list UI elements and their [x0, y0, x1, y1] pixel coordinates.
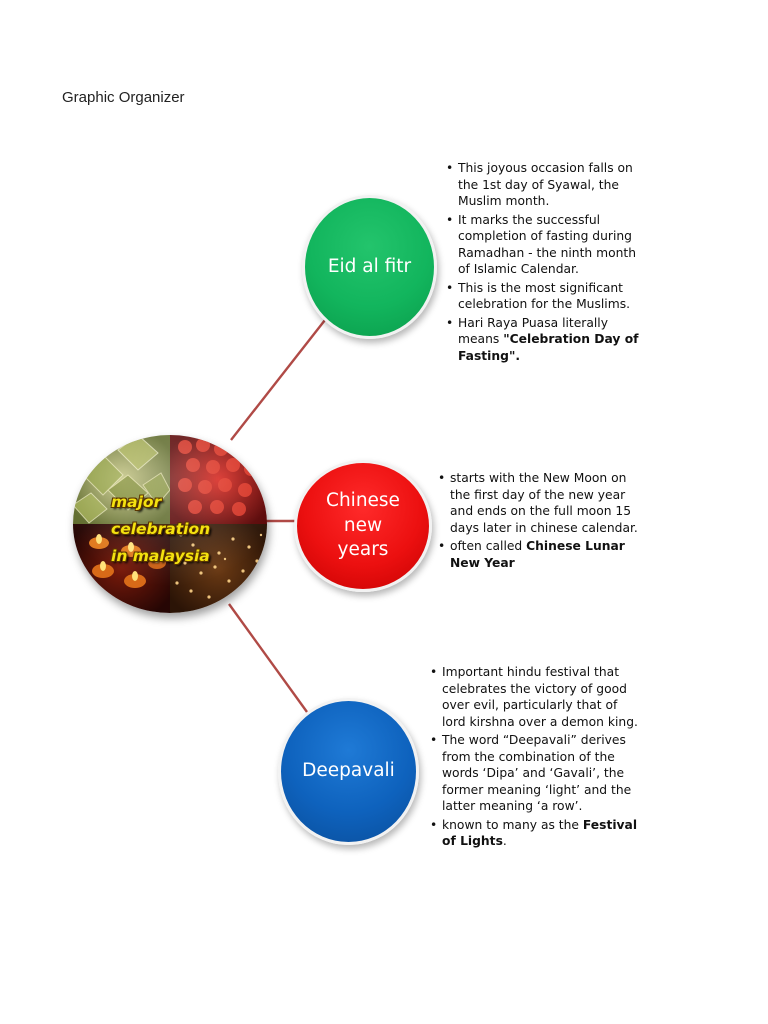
chinese-new-years-label-line: years	[326, 538, 400, 563]
bullet-text: This is the most significant celebration…	[458, 281, 630, 312]
bullet-item: known to many as the Festival of Lights.	[430, 817, 642, 850]
connector-deepavali	[229, 604, 307, 712]
bullet-item: Hari Raya Puasa literally means "Celebra…	[446, 315, 646, 365]
chinese-new-years-label-line: new	[326, 514, 400, 539]
bullet-item: Important hindu festival that celebrates…	[430, 664, 642, 730]
bullet-item: This joyous occasion falls on the 1st da…	[446, 160, 646, 210]
central-label-line: major	[111, 489, 267, 516]
central-label-line: in malaysia	[111, 543, 267, 570]
bullet-text: Important hindu festival that celebrates…	[442, 665, 638, 729]
bullet-text: known to many as the	[442, 818, 583, 832]
central-label: major celebration in malaysia	[111, 489, 267, 570]
deepavali-bullet-list: Important hindu festival that celebrates…	[430, 664, 642, 852]
chinese-new-years-bullet-list: starts with the New Moon on the first da…	[438, 470, 638, 573]
eid-al-fitr-label: Eid al fitr	[328, 255, 411, 280]
bullet-text: starts with the New Moon on the first da…	[450, 471, 638, 535]
connector-eid	[231, 320, 325, 440]
deepavali-label: Deepavali	[302, 759, 395, 784]
eid-al-fitr-bullet-list: This joyous occasion falls on the 1st da…	[446, 160, 646, 366]
bullet-text-after: .	[503, 834, 507, 848]
bullet-item: The word “Deepavali” derives from the co…	[430, 732, 642, 815]
bullet-item: It marks the successful completion of fa…	[446, 212, 646, 278]
bullet-item: starts with the New Moon on the first da…	[438, 470, 638, 536]
central-collage-circle: major celebration in malaysia	[73, 435, 267, 613]
chinese-new-years-circle: Chinese new years	[294, 460, 432, 592]
bullet-item: This is the most significant celebration…	[446, 280, 646, 313]
eid-al-fitr-circle: Eid al fitr	[302, 195, 437, 339]
central-label-line: celebration	[111, 516, 267, 543]
bullet-item: often called Chinese Lunar New Year	[438, 538, 638, 571]
chinese-new-years-label-line: Chinese	[326, 489, 400, 514]
bullet-text: This joyous occasion falls on the 1st da…	[458, 161, 633, 208]
bullet-text: The word “Deepavali” derives from the co…	[442, 733, 631, 813]
deepavali-circle: Deepavali	[278, 698, 419, 845]
bullet-text: often called	[450, 539, 526, 553]
bullet-text: It marks the successful completion of fa…	[458, 213, 636, 277]
